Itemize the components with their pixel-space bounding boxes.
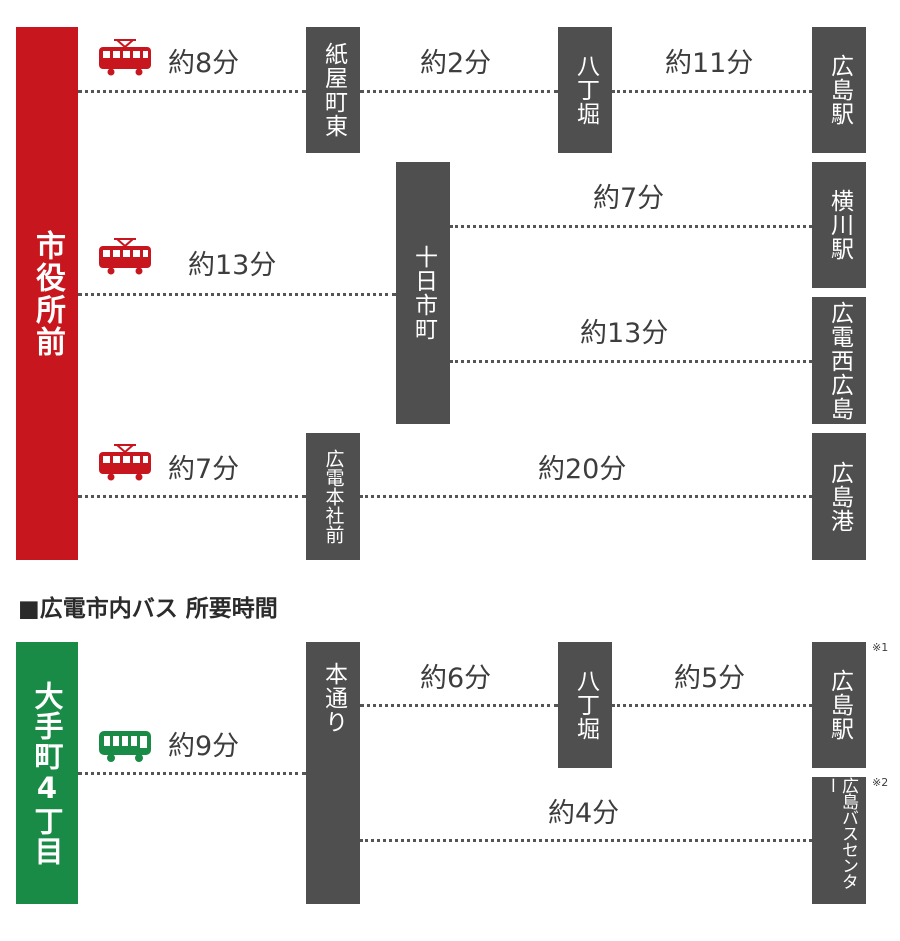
station-tokaichimachi: 十日市町 — [396, 162, 450, 424]
travel-time: 約13分 — [188, 250, 277, 281]
route-line — [450, 225, 812, 228]
route-line — [360, 495, 812, 498]
tram-icon — [99, 238, 151, 275]
travel-time: 約7分 — [593, 183, 665, 214]
bus-origin-otemachi-4chome: 大手町4丁目 — [16, 642, 78, 904]
travel-time: 約11分 — [665, 48, 754, 79]
travel-time: 約4分 — [548, 798, 620, 829]
travel-time: 約20分 — [538, 454, 627, 485]
route-line — [78, 772, 306, 775]
route-line — [78, 293, 396, 296]
tram-origin-shiyakushomae: 市役所前 — [16, 27, 78, 560]
travel-time: 約8分 — [168, 48, 240, 79]
station-hiroden-honsha-mae: 広電本社前 — [306, 433, 360, 560]
bus-section-heading: ■広電市内バス 所要時間 — [18, 596, 278, 622]
station-hatchobori-bus: 八丁堀 — [558, 642, 612, 768]
tram-icon — [99, 444, 151, 481]
station-hiroshima-bus-center: 広島バスセンター — [812, 777, 866, 904]
station-hiroshima-bus: 広島駅 — [812, 642, 866, 768]
station-yokogawa: 横川駅 — [812, 162, 866, 288]
travel-time: 約7分 — [168, 454, 240, 485]
station-hondori: 本通り — [306, 642, 360, 904]
route-line — [360, 90, 558, 93]
route-line — [360, 704, 558, 707]
bus-icon — [99, 731, 151, 762]
route-line — [450, 360, 812, 363]
travel-time: 約2分 — [420, 48, 492, 79]
travel-time: 約13分 — [580, 318, 669, 349]
footnote-marker-2: ※2 — [872, 776, 889, 789]
travel-time: 約5分 — [674, 663, 746, 694]
station-hiroshima: 広島駅 — [812, 27, 866, 153]
route-line — [78, 90, 306, 93]
station-hiroshima-port: 広島港 — [812, 433, 866, 560]
route-line — [360, 839, 812, 842]
travel-time: 約6分 — [420, 663, 492, 694]
tram-icon — [99, 39, 151, 76]
route-line — [612, 704, 812, 707]
station-kamiyacho-higashi: 紙屋町東 — [306, 27, 360, 153]
route-line — [78, 495, 306, 498]
travel-time: 約9分 — [168, 731, 240, 762]
route-line — [612, 90, 812, 93]
footnote-marker-1: ※1 — [872, 641, 889, 654]
station-hiroden-nishihiroshima: 広電西広島 — [812, 297, 866, 424]
station-hatchobori: 八丁堀 — [558, 27, 612, 153]
